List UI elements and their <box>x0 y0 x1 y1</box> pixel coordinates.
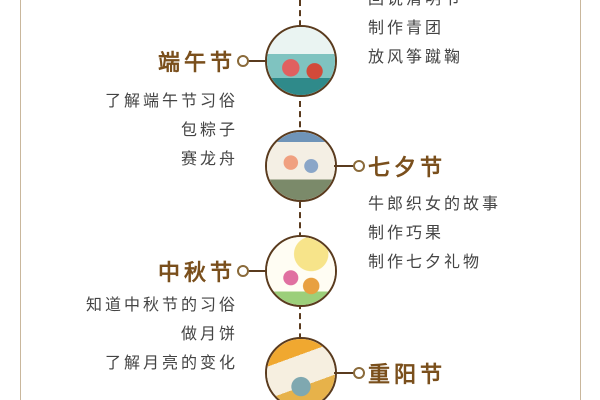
connector <box>334 372 354 374</box>
activity: 知道中秋节的习俗 <box>85 295 238 314</box>
activity: 回说清明节 <box>368 0 463 13</box>
activity: 制作巧果 <box>368 223 445 242</box>
activity-list: 了解端午节习俗 包粽子 赛龙舟 <box>105 86 238 173</box>
elder-autumn-illustration-icon <box>265 337 337 400</box>
activity: 做月饼 <box>180 324 238 343</box>
connector <box>334 165 354 167</box>
activity-list: 知道中秋节的习俗 做月饼 了解月亮的变化 <box>86 290 238 377</box>
activity: 赛龙舟 <box>180 149 238 168</box>
activity: 包粽子 <box>180 120 238 139</box>
timeline-dot <box>353 367 365 379</box>
activity-list: 牛郎织女的故事 制作巧果 制作七夕礼物 <box>368 189 501 276</box>
timeline-dot <box>237 265 249 277</box>
left-border <box>20 0 21 400</box>
activity: 放风筝蹴鞠 <box>368 47 464 66</box>
festival-title: 中秋节 <box>158 260 237 286</box>
timeline-dot <box>353 160 365 172</box>
festival-title: 重阳节 <box>368 362 447 388</box>
timeline-dot <box>237 55 249 67</box>
festival-title: 端午节 <box>158 50 237 76</box>
festival-title: 七夕节 <box>368 155 447 181</box>
activity: 牛郎织女的故事 <box>368 194 502 213</box>
activity: 了解端午节习俗 <box>104 91 238 110</box>
moon-festival-illustration-icon <box>265 235 337 307</box>
activity: 制作七夕礼物 <box>368 252 483 271</box>
cowherd-weaver-illustration-icon <box>265 130 337 202</box>
connector <box>246 270 266 272</box>
connector <box>246 60 266 62</box>
right-border <box>580 0 581 400</box>
activity: 制作青团 <box>368 18 445 37</box>
dragon-boat-illustration-icon <box>265 25 337 97</box>
activity: 了解月亮的变化 <box>104 353 238 372</box>
top-activity-list: 回说清明节 制作青团 放风筝蹴鞠 <box>368 0 463 71</box>
